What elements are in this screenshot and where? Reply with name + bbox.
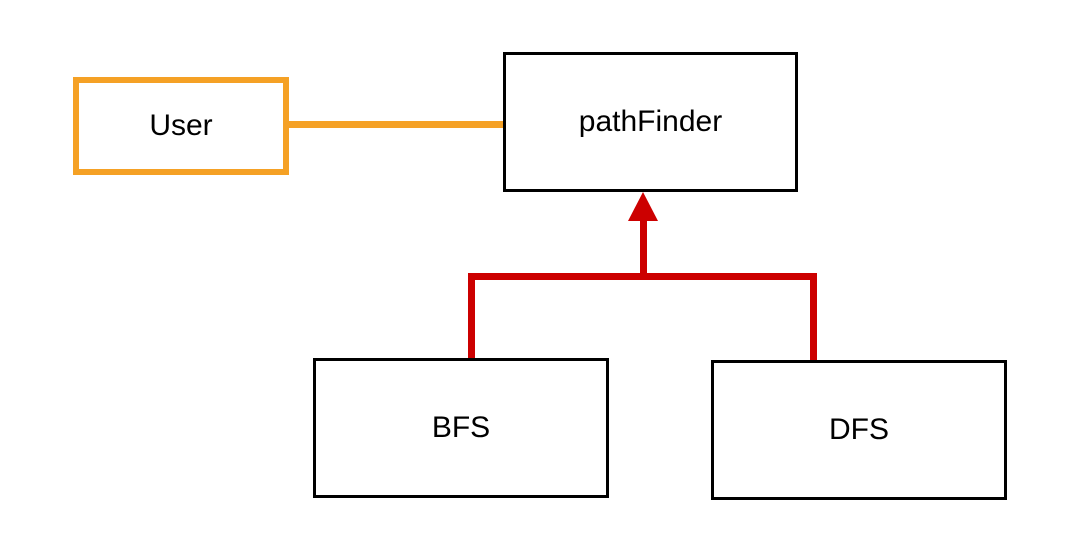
- edge-arrow-shaft: [640, 218, 647, 280]
- node-dfs: DFS: [711, 360, 1007, 500]
- node-dfs-label: DFS: [829, 413, 889, 446]
- edge-dfs-vertical-segment: [810, 273, 817, 363]
- edge-bfs-vertical-segment: [468, 273, 475, 361]
- node-bfs-label: BFS: [431, 411, 491, 444]
- arrow-up-icon: [628, 192, 658, 221]
- node-bfs: BFS: [313, 358, 609, 498]
- node-pathfinder-label: pathFinder: [578, 105, 723, 138]
- node-pathfinder: pathFinder: [503, 52, 798, 192]
- node-user: User: [73, 77, 289, 175]
- edge-user-to-pathfinder: [289, 121, 503, 128]
- node-user-label: User: [149, 109, 213, 142]
